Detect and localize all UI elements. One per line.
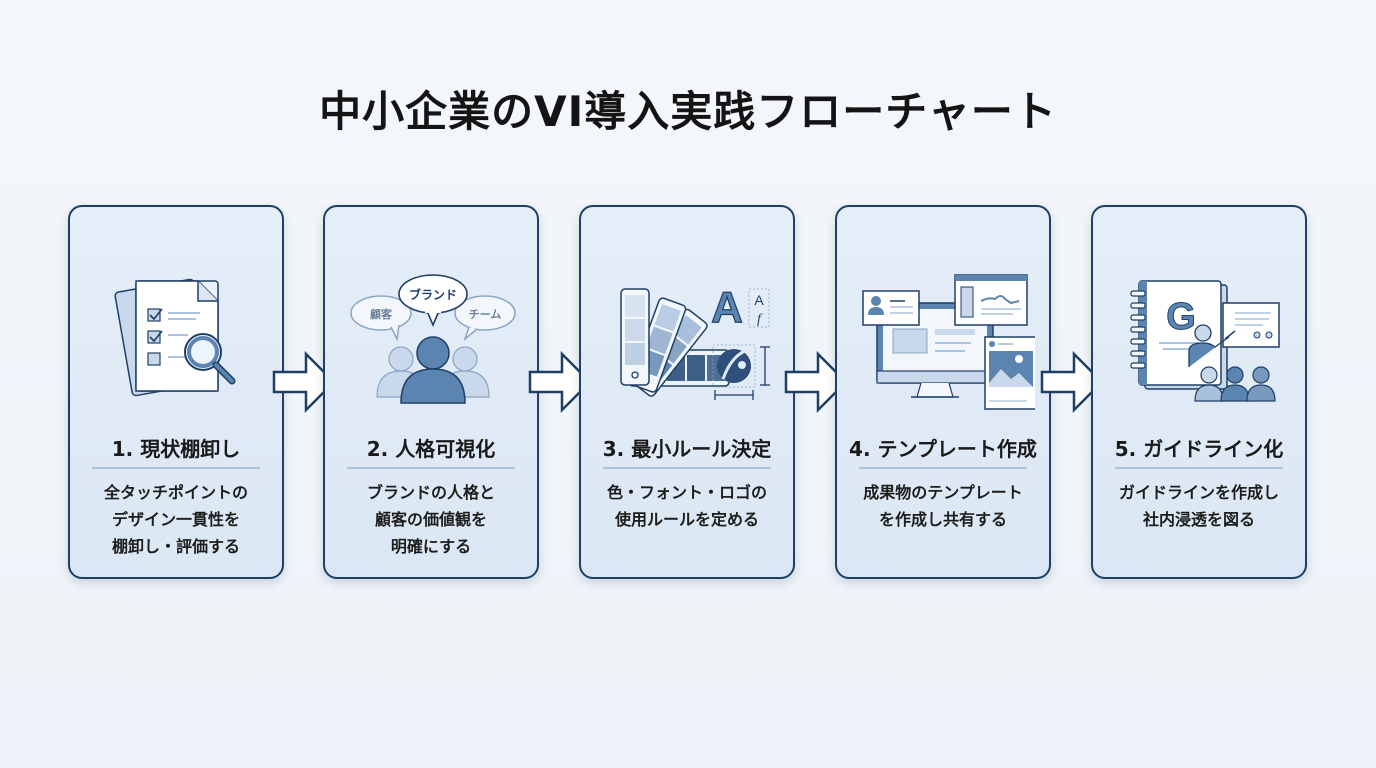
step-title: 5. ガイドライン化 bbox=[1114, 437, 1284, 461]
step-card-2: 顧客 チーム ブランド 2. 人格可視化 ブランドの人格と 顧客の価値観を 明確… bbox=[323, 205, 539, 579]
svg-text:A: A bbox=[711, 283, 743, 332]
desc-line: 全タッチポイントの bbox=[103, 483, 248, 502]
arrow-right-icon bbox=[528, 350, 592, 414]
guidebook-presentation-icon: G bbox=[1130, 280, 1280, 402]
desc-line: 明確にする bbox=[390, 537, 472, 556]
step-description: ガイドラインを作成し 社内浸透を図る bbox=[1101, 479, 1297, 533]
svg-text:f: f bbox=[757, 312, 763, 327]
step-description: ブランドの人格と 顧客の価値観を 明確にする bbox=[333, 479, 529, 560]
divider bbox=[859, 467, 1027, 469]
step-title: 2. 人格可視化 bbox=[366, 437, 496, 461]
arrow-right-icon bbox=[784, 350, 848, 414]
step-card-4: 4. テンプレート作成 成果物のテンプレート を作成し共有する bbox=[835, 205, 1051, 579]
desc-line: を作成し共有する bbox=[878, 510, 1007, 529]
divider bbox=[603, 467, 771, 469]
step-description: 色・フォント・ロゴの 使用ルールを定める bbox=[589, 479, 785, 533]
desc-line: 顧客の価値観を bbox=[374, 510, 487, 529]
color-swatch-typography-logo-icon: A A f bbox=[620, 282, 770, 400]
divider bbox=[347, 467, 515, 469]
bubble-label: ブランド bbox=[409, 287, 457, 302]
desc-line: ガイドラインを作成し bbox=[1118, 483, 1279, 502]
arrow-right-icon bbox=[272, 350, 336, 414]
step-description: 全タッチポイントの デザイン一貫性を 棚卸し・評価する bbox=[78, 479, 274, 560]
bubble-label: 顧客 bbox=[370, 307, 393, 321]
step-card-1: 1. 現状棚卸し 全タッチポイントの デザイン一貫性を 棚卸し・評価する bbox=[68, 205, 284, 579]
step-title: 1. 現状棚卸し bbox=[111, 437, 241, 461]
bubble-label: チーム bbox=[469, 308, 502, 321]
svg-text:G: G bbox=[1166, 296, 1196, 338]
step-card-5: G 5. ガイドライン化 ガイドラインを作成し 社内浸透を図る bbox=[1091, 205, 1307, 579]
page-title: 中小企業のVI導入実践フローチャート bbox=[319, 87, 1057, 136]
desc-line: 成果物のテンプレート bbox=[863, 483, 1023, 502]
persona-speech-bubbles-icon: 顧客 チーム ブランド bbox=[350, 274, 516, 404]
arrow-right-icon bbox=[1040, 350, 1104, 414]
divider bbox=[92, 467, 260, 469]
step-description: 成果物のテンプレート を作成し共有する bbox=[845, 479, 1041, 533]
desc-line: 棚卸し・評価する bbox=[111, 537, 240, 556]
step-title: 3. 最小ルール決定 bbox=[602, 437, 772, 461]
checklist-magnifier-icon bbox=[114, 278, 236, 397]
step-card-3: A A f 3. 最小ルール決定 色・フォント・ロゴの 使用ルールを定める bbox=[579, 205, 795, 579]
step-title: 4. テンプレート作成 bbox=[849, 437, 1037, 461]
desc-line: 色・フォント・ロゴの bbox=[606, 483, 767, 502]
desc-line: デザイン一貫性を bbox=[111, 510, 240, 529]
desc-line: ブランドの人格と bbox=[366, 483, 495, 502]
desc-line: 使用ルールを定める bbox=[614, 510, 759, 529]
svg-text:A: A bbox=[754, 292, 764, 308]
divider bbox=[1115, 467, 1283, 469]
desc-line: 社内浸透を図る bbox=[1142, 510, 1255, 529]
templates-monitor-icon bbox=[862, 274, 1035, 410]
